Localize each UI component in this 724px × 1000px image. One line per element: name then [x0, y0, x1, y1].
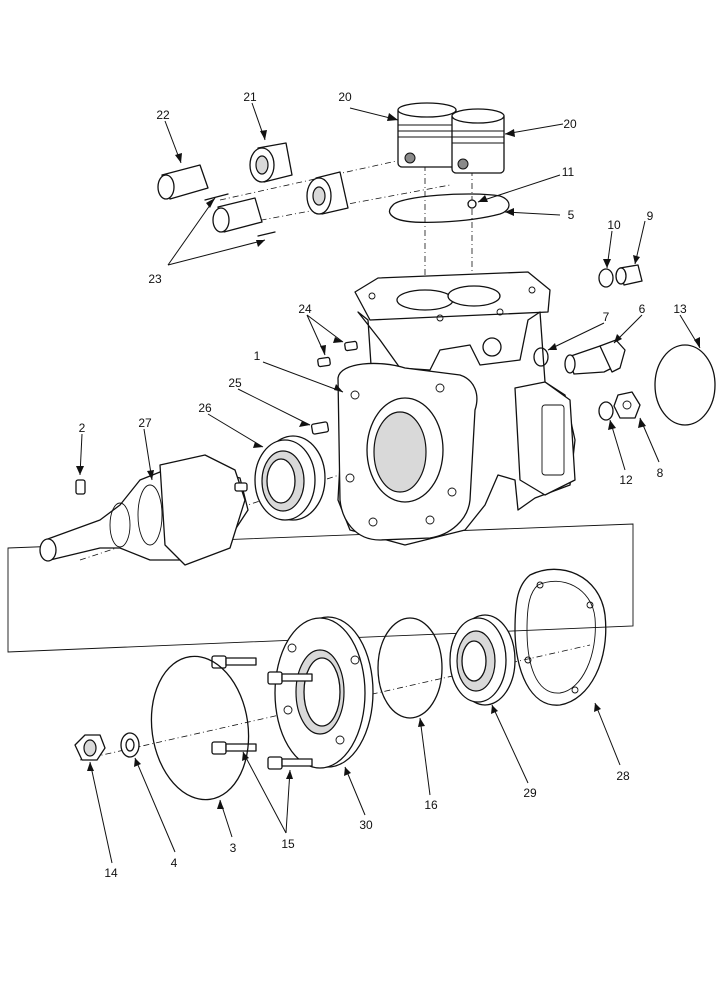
gasket-port [467, 199, 477, 209]
callout-28: 28 [616, 769, 630, 783]
crankshaft [39, 454, 249, 566]
piston-right [451, 108, 505, 174]
washer-4 [120, 732, 140, 758]
callout-16: 16 [424, 798, 438, 812]
o-ring-3 [150, 655, 250, 801]
cover-8 [613, 391, 641, 419]
crankcase-housing [337, 271, 576, 546]
callout-26: 26 [198, 401, 212, 415]
main-bearing [254, 435, 326, 521]
leader-arrowheads [76, 113, 700, 809]
pin-lower [212, 197, 276, 237]
callout-6: 6 [639, 302, 646, 316]
o-ring-16 [377, 617, 443, 719]
plug-9 [615, 264, 643, 286]
callout-30: 30 [359, 818, 373, 832]
o-ring-10 [598, 268, 614, 288]
cylinder-gasket [388, 193, 510, 224]
o-ring-7 [533, 347, 549, 367]
callout-9: 9 [647, 209, 654, 223]
dowel-2 [75, 479, 86, 495]
pin-upper [157, 164, 229, 201]
callout-4: 4 [171, 856, 178, 870]
sleeve-lower [306, 171, 349, 215]
dowel-24a [344, 340, 358, 352]
bolt-15b [267, 671, 313, 685]
nut-14 [74, 734, 106, 761]
callout-23: 23 [148, 272, 162, 286]
callout-12: 12 [619, 473, 633, 487]
callout-20-right: 20 [563, 117, 577, 131]
dowel-24b [317, 356, 331, 368]
callout-3: 3 [230, 841, 237, 855]
o-ring-13 [654, 344, 716, 426]
callout-29: 29 [523, 786, 537, 800]
end-cover-30 [274, 616, 374, 769]
seal-29 [449, 614, 516, 706]
callout-7: 7 [603, 310, 610, 324]
callout-1: 1 [254, 349, 261, 363]
bolt-15c [211, 741, 257, 755]
callout-27: 27 [138, 416, 152, 430]
callout-10: 10 [607, 218, 621, 232]
bolt-15a [211, 655, 257, 669]
sleeve-upper [249, 142, 293, 183]
callout-20-left: 20 [338, 90, 352, 104]
piston-left [397, 102, 457, 168]
callout-8: 8 [657, 466, 664, 480]
callout-24: 24 [298, 302, 312, 316]
dowel-25 [310, 421, 330, 435]
callout-14: 14 [104, 866, 118, 880]
end-gasket-28 [514, 568, 607, 706]
callout-5: 5 [568, 208, 575, 222]
fitting-6 [564, 339, 626, 375]
callout-25: 25 [228, 376, 242, 390]
callout-22: 22 [156, 108, 170, 122]
callout-15: 15 [281, 837, 295, 851]
callout-11: 11 [562, 165, 575, 179]
bolt-15d [267, 756, 313, 770]
o-ring-12 [598, 401, 614, 421]
callout-13: 13 [673, 302, 687, 316]
callout-21: 21 [243, 90, 257, 104]
callout-2: 2 [79, 421, 86, 435]
